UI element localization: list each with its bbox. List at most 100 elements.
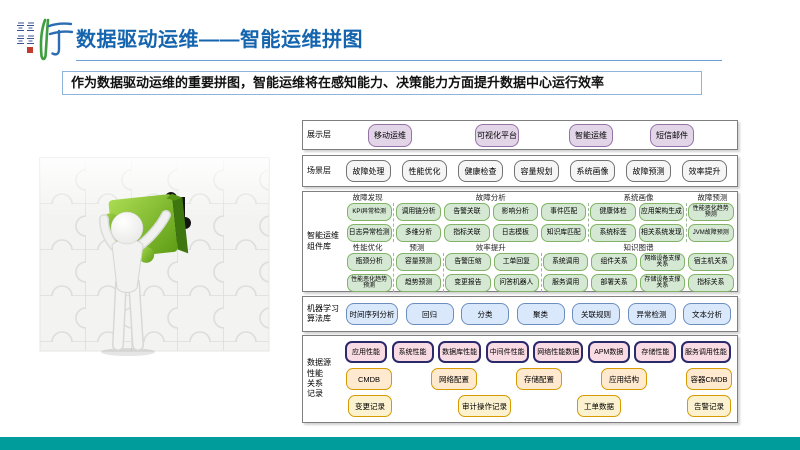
diagram-node: 存储性能	[634, 341, 677, 363]
component-column: KPI异常检测日志异常检测	[345, 203, 395, 242]
diagram-node: 调用链分析	[395, 203, 442, 221]
diagram-node: 问答机器人	[493, 274, 539, 292]
diagram-node: 性能优化	[402, 160, 447, 182]
diagram-node: 告警记录	[687, 395, 731, 417]
group-header: 系统画像	[623, 193, 654, 202]
diagram-node: 性能恶化趋势 预测	[346, 274, 392, 292]
diagram-node: 异常检测	[627, 303, 676, 325]
diagram-node: APM数据	[587, 341, 630, 363]
diagram-node: 知识库匹配	[541, 224, 587, 242]
group-header: 知识图谱	[623, 243, 654, 252]
ml-algorithm-label: 机器学习算法库	[307, 303, 339, 323]
diagram-node: 服务调用性能	[680, 341, 731, 363]
diagram-node: 故障处理	[346, 160, 391, 182]
diagram-node: 健康体检	[590, 203, 636, 221]
diagram-node: 系统调用	[543, 253, 589, 271]
component-library-row: 智能运维组件库 故障发现 故障分析 系统画像 故障预测 KPI异常检测日志异常检测调用…	[302, 191, 738, 292]
diagram-node: 部署关系	[591, 274, 637, 292]
puzzle-illustration	[35, 147, 297, 359]
diagram-node: 中间件性能	[485, 341, 529, 363]
diagram-node: 健康检查	[458, 160, 503, 182]
component-column: 健康体检系统标签	[589, 203, 637, 242]
diagram-node: 组件关系	[591, 253, 637, 271]
scene-layer-row: 场景层 故障处理性能优化健康检查容量规划系统画像故障预测效率提升	[302, 155, 738, 187]
diagram-node: 故障预测	[626, 160, 671, 182]
component-column: 告警压缩变更报告	[444, 253, 492, 292]
component-column: 系统调用服务调用	[542, 253, 590, 292]
page-title: 数据驱动运维——智能运维拼图	[76, 29, 363, 51]
diagram-node: 系统标签	[590, 224, 636, 242]
diagram-node: 变更记录	[348, 395, 392, 417]
brand-logo-icon	[17, 18, 74, 61]
diagram-node: 影响分析	[492, 203, 538, 221]
diagram-node: 存储设备支撑 关系	[639, 274, 686, 292]
group-header: 性能优化	[352, 243, 383, 252]
diagram-node: 应用性能	[345, 341, 387, 363]
diagram-node: 系统画像	[570, 160, 615, 182]
diagram-node: KPI异常检测	[346, 203, 392, 221]
component-column: 告警关联指标关联	[443, 203, 491, 242]
diagram-node: 指标关系	[688, 274, 734, 292]
diagram-node: 指标关联	[444, 224, 490, 242]
component-column: 应用架构生成相关系统发现	[637, 203, 687, 242]
diagram-node: 智能运维	[569, 123, 613, 147]
diagram-node: 工单回复	[493, 253, 539, 271]
diagram-node: 日志模板	[492, 224, 538, 242]
diagram-node: 时间序列分析	[346, 303, 398, 325]
diagram-node: 效率提升	[682, 160, 727, 182]
diagram-node: 趋势预测	[395, 274, 442, 292]
title-underline	[76, 60, 722, 61]
diagram-node: 关联规则	[572, 303, 620, 325]
diagram-node: 服务调用	[543, 274, 589, 292]
component-column: 事件匹配知识库匹配	[540, 203, 589, 242]
component-column: 容量预测趋势预测	[394, 253, 444, 292]
diagram-node: 审计操作记录	[458, 395, 511, 417]
diagram-node: 聚类	[516, 303, 565, 325]
diagram-node: 回归	[405, 303, 454, 325]
group-header: 故障预测	[697, 193, 728, 202]
component-bottom-half: 性能优化 预测 效率提升 知识图谱 瓶颈分析性能恶化趋势 预测容量预测趋势预测告警压缩…	[343, 243, 737, 292]
diagram-node: 日志异常检测	[346, 224, 392, 242]
group-header: 故障发现	[352, 193, 383, 202]
display-layer-items: 移动运维可视化平台智能运维短信邮件	[343, 121, 737, 149]
display-layer-row: 展示层 移动运维可视化平台智能运维短信邮件	[302, 120, 738, 150]
diagram-node: 网络性能数据	[533, 341, 584, 363]
group-header: 预测	[409, 243, 425, 252]
diagram-node: 数据库性能	[438, 341, 482, 363]
display-layer-label: 展示层	[307, 129, 331, 139]
group-header: 故障分析	[475, 193, 506, 202]
diagram-node: 事件匹配	[541, 203, 587, 221]
component-column: 宿主机关系指标关系	[687, 253, 735, 292]
diagram-node: 文本分析	[683, 303, 731, 325]
subtitle-banner: 作为数据驱动运维的重要拼图，智能运维将在感知能力、决策能力方面提升数据中心运行效…	[62, 71, 702, 95]
scene-layer-items: 故障处理性能优化健康检查容量规划系统画像故障预测效率提升	[343, 156, 737, 186]
component-column: 瓶颈分析性能恶化趋势 预测	[345, 253, 395, 292]
scene-layer-label: 场景层	[307, 165, 331, 175]
diagram-node: 性能恶化趋势 预测	[688, 203, 734, 221]
footer-bar	[0, 437, 800, 450]
diagram-node: 相关系统发现	[638, 224, 685, 242]
component-column: 调用链分析多维分析	[394, 203, 442, 242]
ml-algorithm-row: 机器学习算法库 时间序列分析回归分类聚类关联规则异常检测文本分析	[302, 296, 738, 332]
component-column: 组件关系部署关系	[590, 253, 638, 292]
diagram-node: 容量规划	[514, 160, 559, 182]
group-header: 效率提升	[475, 243, 506, 252]
diagram-node: 宿主机关系	[688, 253, 734, 271]
component-library-label: 智能运维组件库	[307, 231, 339, 251]
diagram-node: 短信邮件	[650, 123, 694, 147]
diagram-node: 网络配置	[431, 368, 477, 390]
diagram-node: 系统性能	[391, 341, 434, 363]
diagram-node: 告警压缩	[445, 253, 491, 271]
component-column: 工单回复问答机器人	[492, 253, 542, 292]
diagram-node: 应用架构生成	[638, 203, 685, 221]
component-top-half: 故障发现 故障分析 系统画像 故障预测 KPI异常检测日志异常检测调用链分析多维分析告…	[343, 193, 737, 242]
diagram-node: 分类	[461, 303, 509, 325]
diagram-node: 可视化平台	[475, 123, 519, 147]
brand-logo	[14, 16, 74, 62]
diagram-node: 工单数据	[577, 395, 621, 417]
diagram-node: 应用结构	[601, 368, 647, 390]
data-source-label: 数据源性能关系记录	[307, 358, 331, 399]
